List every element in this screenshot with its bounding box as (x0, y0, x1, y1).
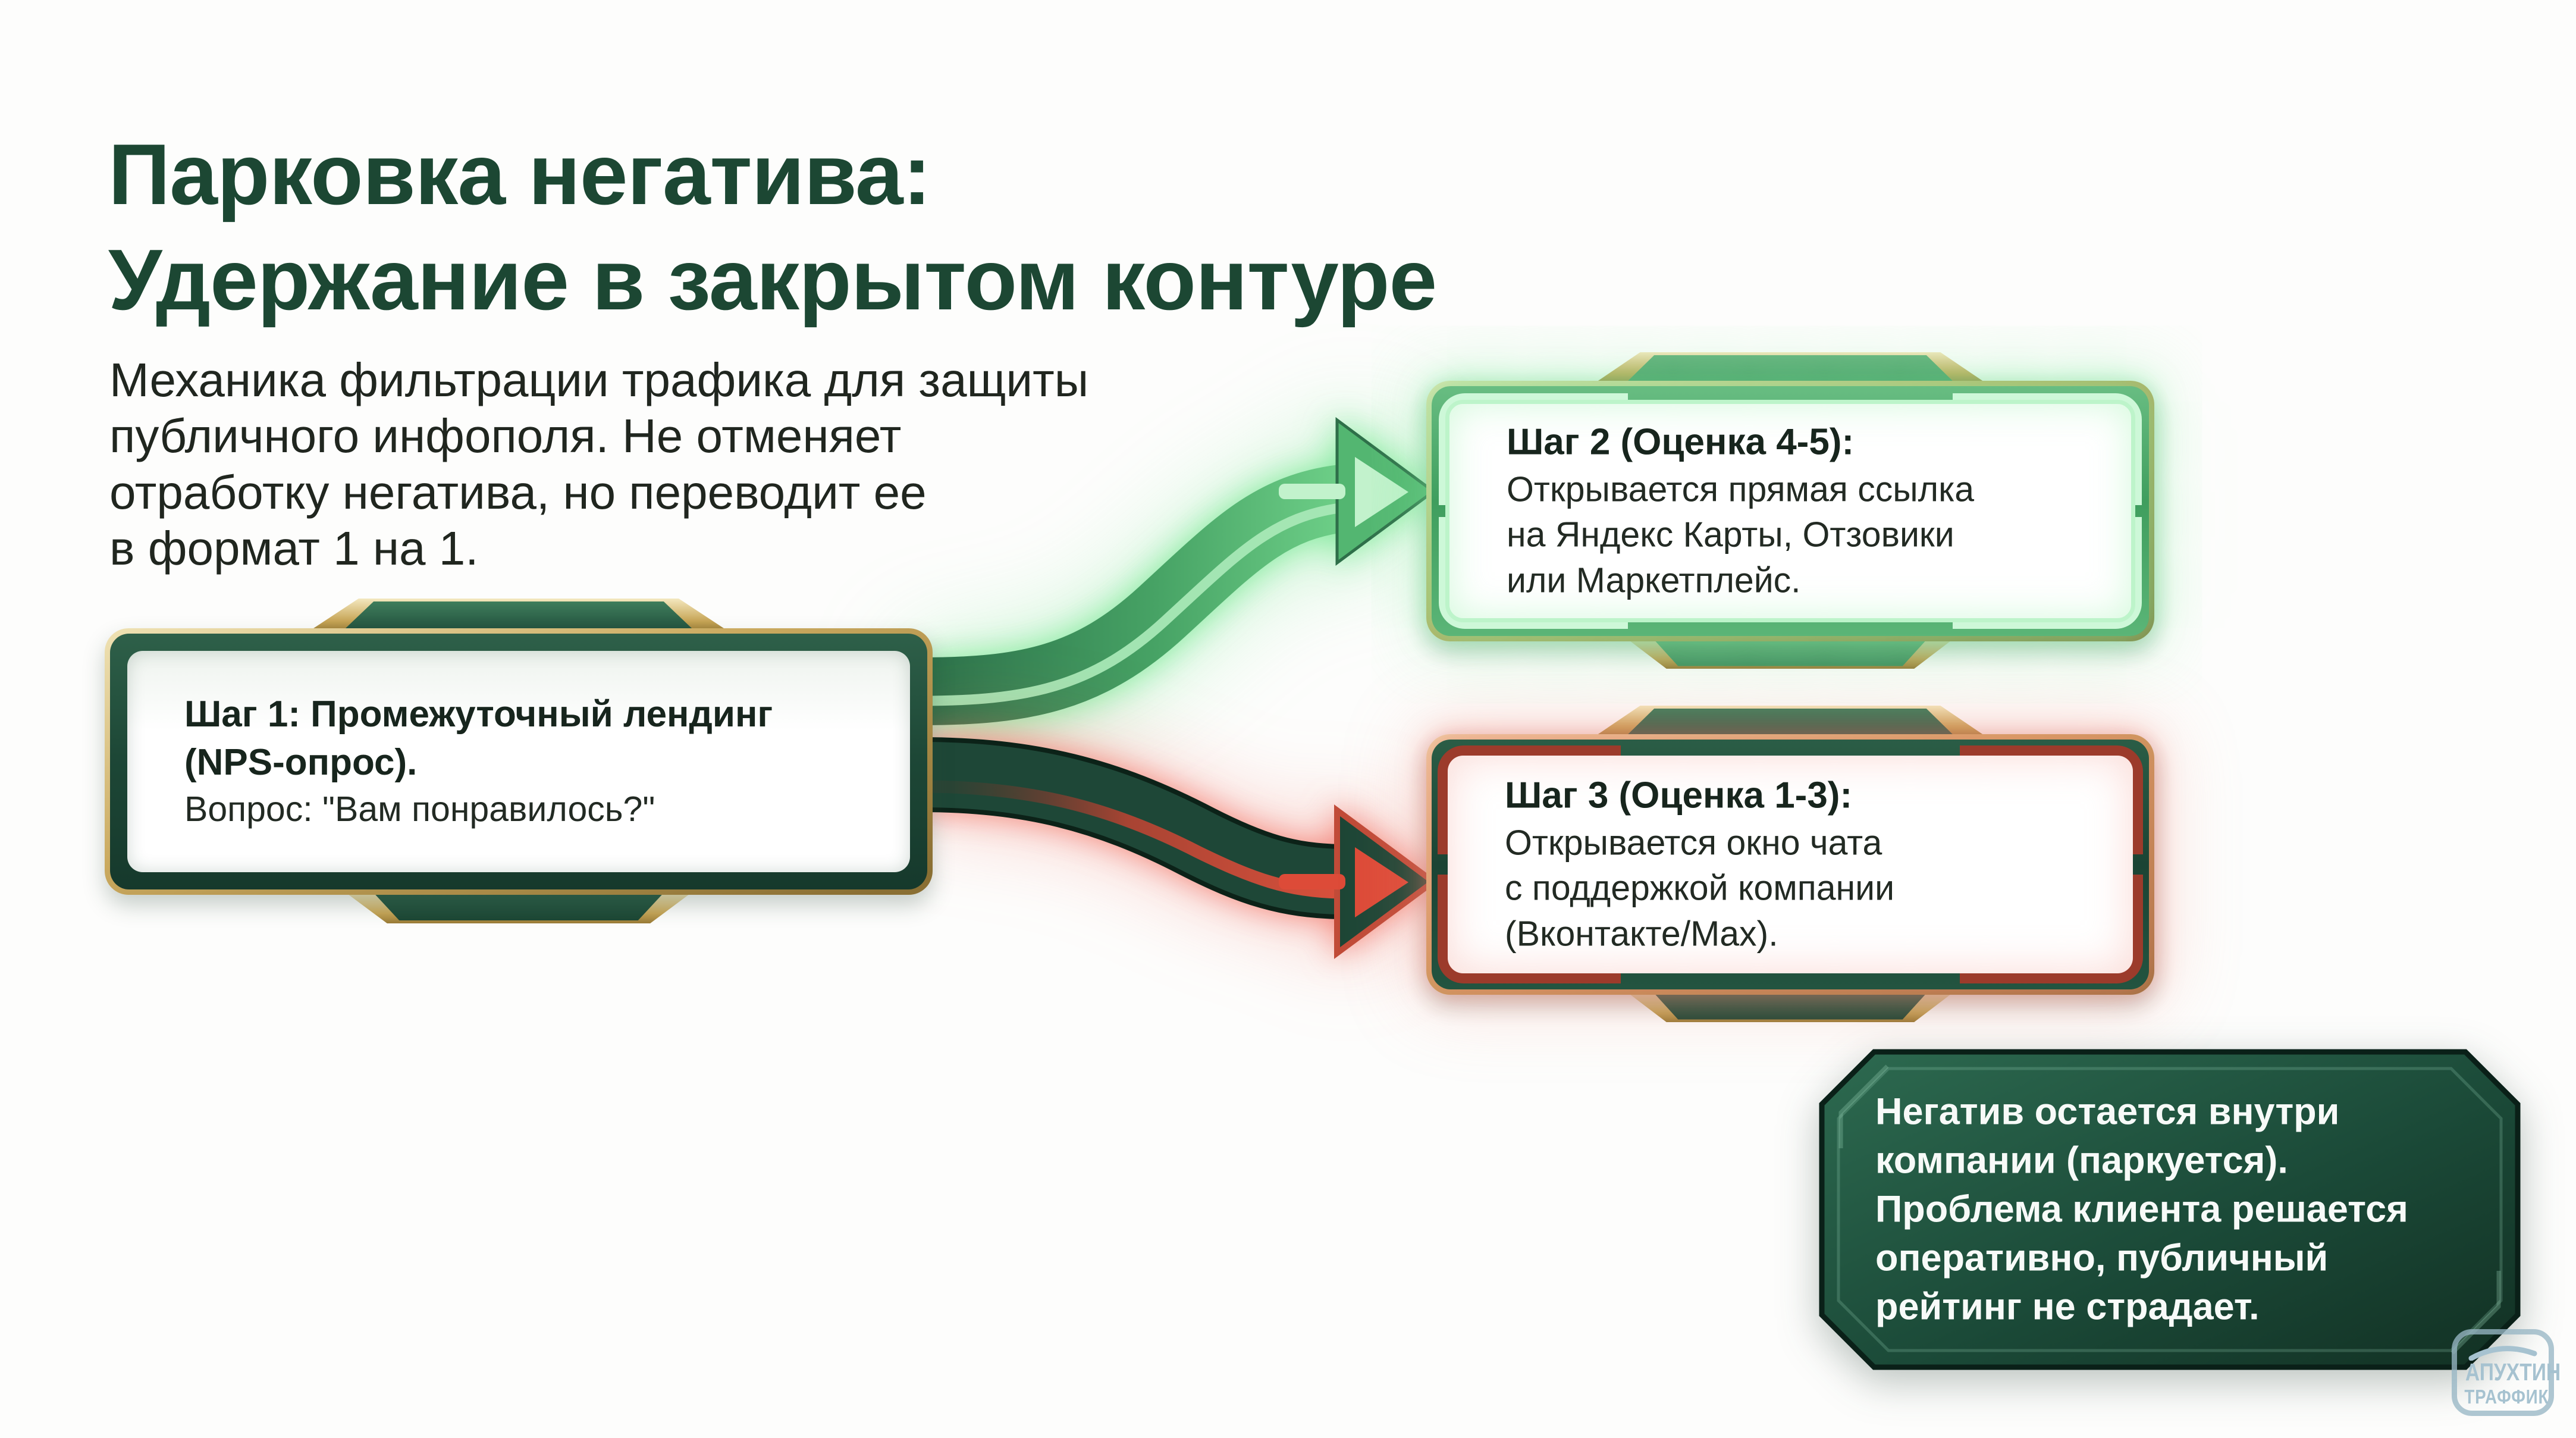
tab-green-center (373, 892, 664, 921)
step3-panel: Шаг 3 (Оценка 1-3): Открывается окно чат… (1448, 756, 2133, 973)
summary-panel: Негатив остается внутри компании (паркуе… (1817, 1047, 2522, 1372)
step3-box: Шаг 3 (Оценка 1-3): Открывается окно чат… (1426, 706, 2154, 1022)
watermark-badge: АПУХТИН ТРАФФИК (2452, 1329, 2561, 1416)
tab-green-center (1624, 355, 1956, 384)
tab-green-center (341, 601, 696, 632)
tab-green-center (1653, 639, 1928, 666)
step1-text: Шаг 1: Промежуточный лендинг (NPS-опрос)… (184, 691, 773, 832)
page-title: Парковка негатива: Удержание в закрытом … (108, 126, 1437, 328)
step2-box: Шаг 2 (Оценка 4-5): Открывается прямая с… (1426, 352, 2154, 669)
step3-tab-top (1593, 706, 1988, 738)
step2-panel: Шаг 2 (Оценка 4-5): Открывается прямая с… (1445, 400, 2135, 622)
step2-heading: Шаг 2 (Оценка 4-5): (1507, 421, 1855, 463)
watermark-line1: АПУХТИН (2465, 1358, 2561, 1386)
tab-green-center (1653, 992, 1928, 1020)
step3-heading: Шаг 3 (Оценка 1-3): (1505, 775, 1853, 816)
step2-text: Шаг 2 (Оценка 4-5): Открывается прямая с… (1507, 419, 1974, 604)
watermark-arc-icon (2468, 1346, 2537, 1361)
intro-text: Механика фильтрации трафика для защиты п… (109, 353, 1089, 575)
summary-panel-shape (1819, 1049, 2521, 1370)
step3-body: Открывается окно чата с поддержкой компа… (1505, 823, 1895, 954)
step1-panel: Шаг 1: Промежуточный лендинг (NPS-опрос)… (127, 651, 910, 872)
step1-tab-top (308, 599, 729, 632)
step1-tab-bottom (346, 892, 692, 923)
arrow-negative (920, 737, 1439, 959)
step2-tab-top (1593, 352, 1988, 384)
step2-body: Открывается прямая ссылка на Яндекс Карт… (1507, 469, 1975, 600)
step3-text: Шаг 3 (Оценка 1-3): Открывается окно чат… (1505, 772, 1894, 957)
step2-tab-bottom (1627, 639, 1953, 669)
summary-text: Негатив остается внутри компании (паркуе… (1875, 1091, 2408, 1327)
step1-heading: Шаг 1: Промежуточный лендинг (NPS-опрос)… (184, 694, 773, 783)
step1-body: Вопрос: "Вам понравилось?" (184, 790, 655, 829)
watermark-line2: ТРАФФИК (2464, 1386, 2549, 1408)
step3-tab-bottom (1627, 992, 1953, 1022)
step1-box: Шаг 1: Промежуточный лендинг (NPS-опрос)… (105, 599, 933, 923)
tab-green-center (1624, 708, 1956, 738)
